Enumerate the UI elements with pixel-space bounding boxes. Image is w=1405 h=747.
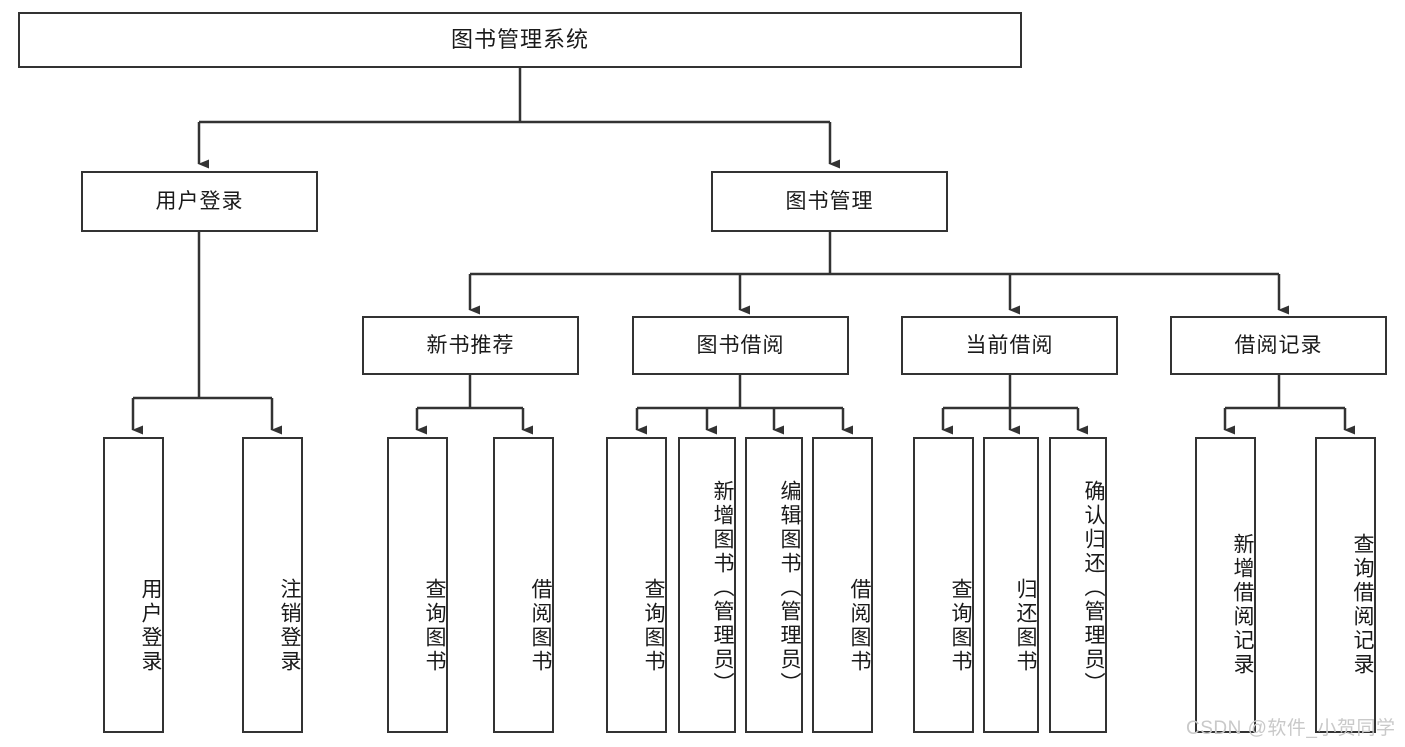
csdn-watermark: CSDN @软件_小贺同学	[1186, 718, 1396, 739]
leaf-new-book-borrow-label: 借阅图书	[529, 578, 552, 674]
leaf-new-book-query[interactable]: 查询图书	[387, 437, 448, 733]
leaf-borrow-record-query[interactable]: 查询借阅记录	[1315, 437, 1376, 733]
leaf-book-borrow-edit[interactable]: 编辑图书（管理员）	[745, 437, 803, 733]
node-borrow-record-label: 借阅记录	[1234, 333, 1323, 357]
leaf-book-borrow-add[interactable]: 新增图书（管理员）	[678, 437, 736, 733]
node-root-label: 图书管理系统	[450, 26, 589, 52]
node-new-book-recommend[interactable]: 新书推荐	[362, 316, 579, 375]
node-book-manage[interactable]: 图书管理	[711, 171, 948, 232]
leaf-book-borrow-query[interactable]: 查询图书	[606, 437, 667, 733]
leaf-current-borrow-return[interactable]: 归还图书	[983, 437, 1039, 733]
leaf-user-login-login[interactable]: 用户登录	[103, 437, 164, 733]
leaf-book-borrow-add-label: 新增图书（管理员）	[711, 480, 734, 696]
node-new-book-recommend-label: 新书推荐	[426, 333, 515, 357]
leaf-borrow-record-query-label: 查询借阅记录	[1351, 533, 1374, 677]
node-user-login-label: 用户登录	[155, 189, 244, 213]
leaf-current-borrow-query-label: 查询图书	[949, 578, 972, 674]
node-book-borrow[interactable]: 图书借阅	[632, 316, 849, 375]
leaf-borrow-record-add[interactable]: 新增借阅记录	[1195, 437, 1256, 733]
leaf-borrow-record-add-label: 新增借阅记录	[1231, 533, 1254, 677]
node-root[interactable]: 图书管理系统	[18, 12, 1022, 68]
leaf-new-book-borrow[interactable]: 借阅图书	[493, 437, 554, 733]
leaf-book-borrow-borrow[interactable]: 借阅图书	[812, 437, 873, 733]
node-current-borrow[interactable]: 当前借阅	[901, 316, 1118, 375]
leaf-new-book-query-label: 查询图书	[423, 578, 446, 674]
node-user-login[interactable]: 用户登录	[81, 171, 318, 232]
leaf-current-borrow-confirm[interactable]: 确认归还（管理员）	[1049, 437, 1107, 733]
node-current-borrow-label: 当前借阅	[965, 333, 1054, 357]
node-book-borrow-label: 图书借阅	[696, 333, 785, 357]
leaf-current-borrow-query[interactable]: 查询图书	[913, 437, 974, 733]
node-borrow-record[interactable]: 借阅记录	[1170, 316, 1387, 375]
leaf-user-login-login-label: 用户登录	[139, 578, 162, 674]
leaf-book-borrow-edit-label: 编辑图书（管理员）	[778, 480, 801, 696]
node-book-manage-label: 图书管理	[785, 189, 874, 213]
leaf-user-login-logout[interactable]: 注销登录	[242, 437, 303, 733]
leaf-book-borrow-query-label: 查询图书	[642, 578, 665, 674]
leaf-book-borrow-borrow-label: 借阅图书	[848, 578, 871, 674]
leaf-current-borrow-confirm-label: 确认归还（管理员）	[1082, 480, 1105, 696]
leaf-user-login-logout-label: 注销登录	[278, 578, 301, 674]
leaf-current-borrow-return-label: 归还图书	[1014, 578, 1037, 674]
